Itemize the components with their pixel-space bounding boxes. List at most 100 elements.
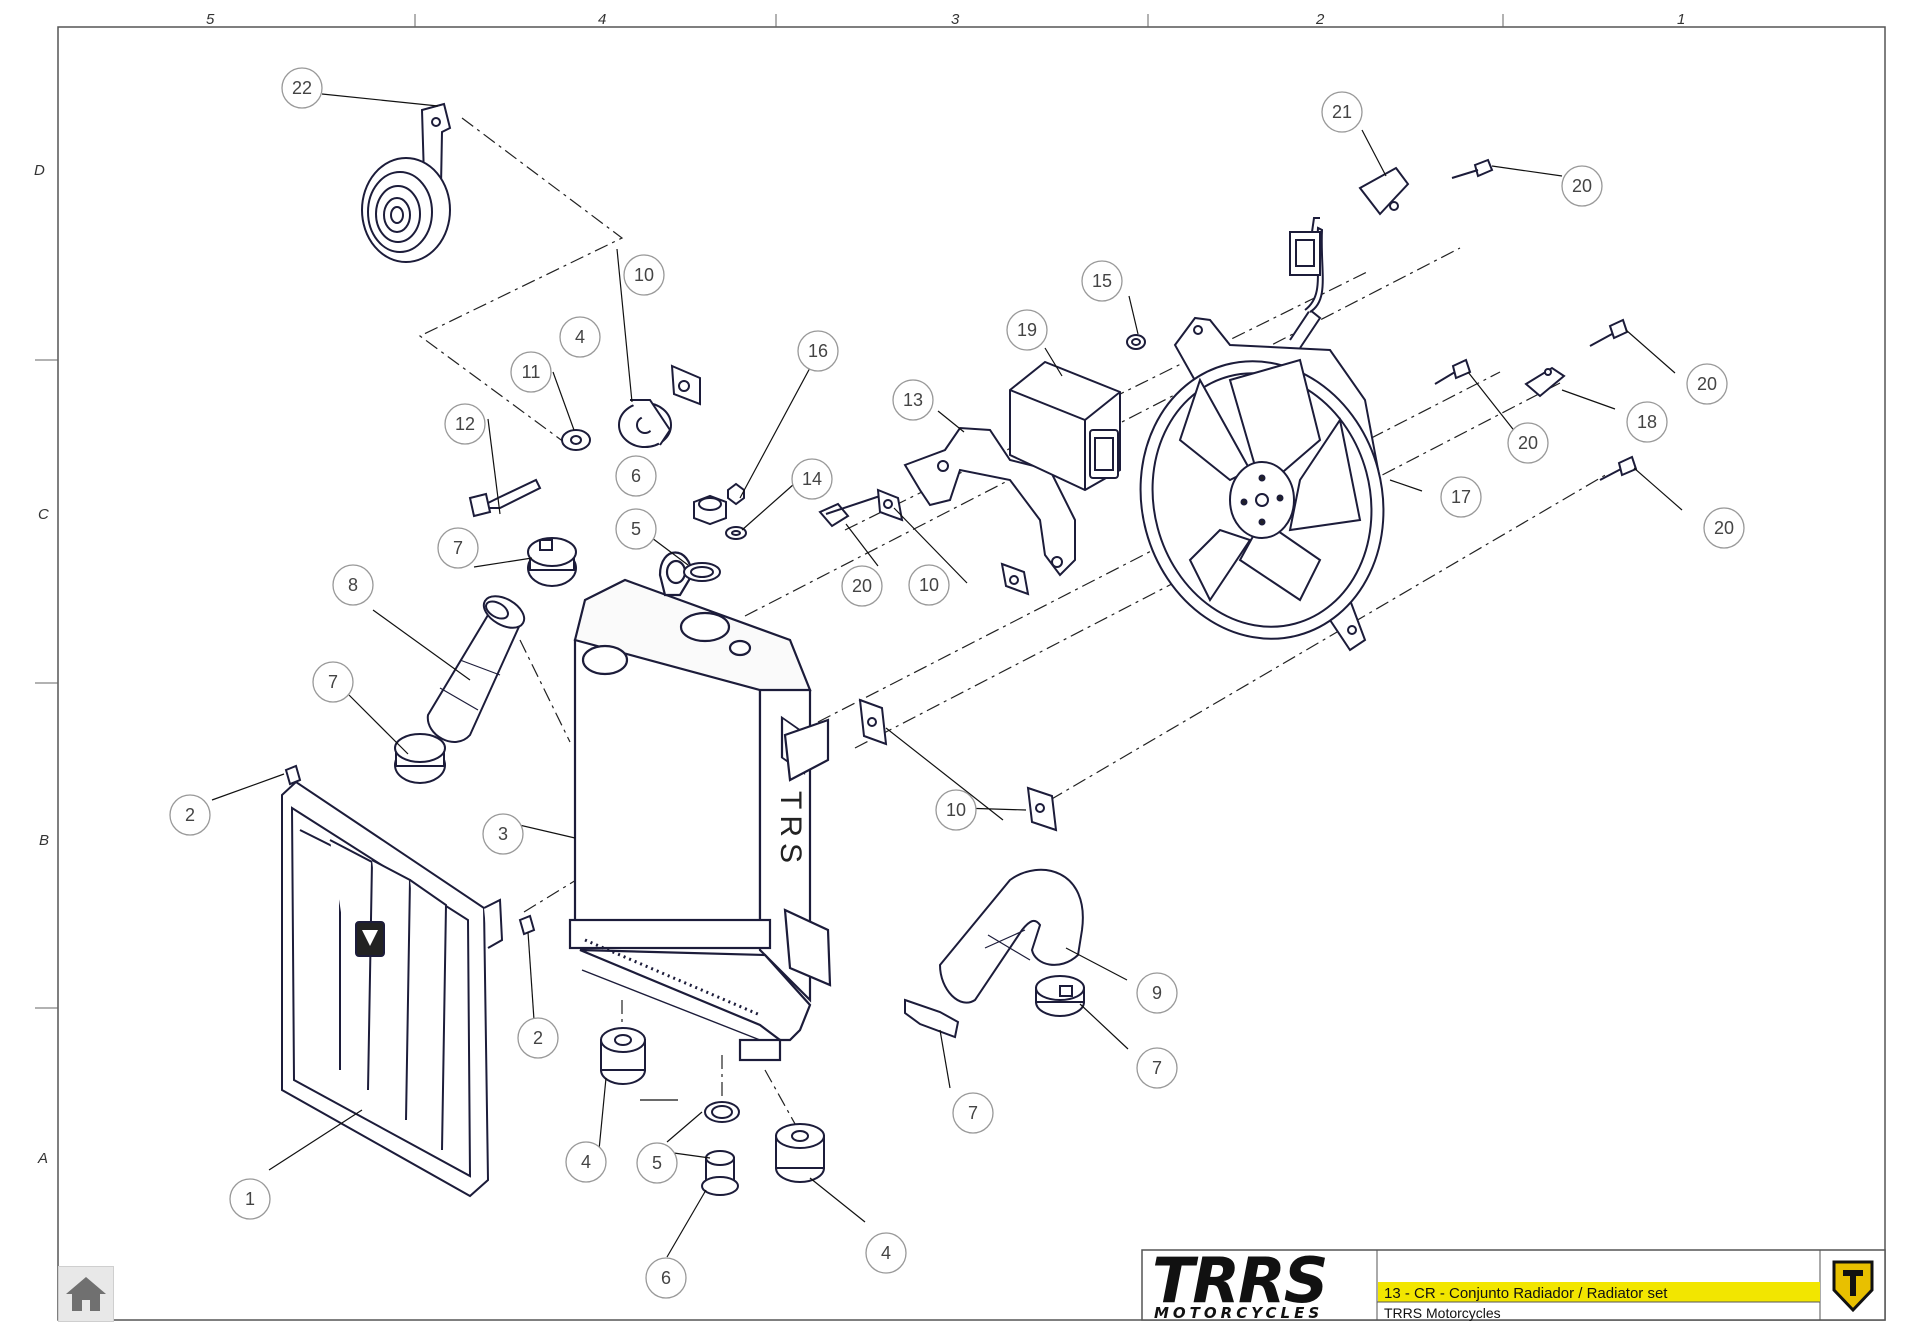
- sheet-border: [57, 26, 1886, 1321]
- fan-connector: [1289, 217, 1321, 276]
- callout-7d-bubble: [952, 1092, 994, 1134]
- home-button[interactable]: [58, 1266, 114, 1322]
- callout-bubbles: [169, 67, 1745, 1299]
- callout-3-bubble: [482, 813, 524, 855]
- leader-lines: [211, 93, 1683, 1258]
- callout-13-bubble: [892, 379, 934, 421]
- callout-2: 2: [533, 1028, 543, 1048]
- grid-col-1: 1: [1677, 11, 1685, 28]
- callout-12-bubble: [444, 403, 486, 445]
- callout-2: 2: [185, 805, 195, 825]
- callout-10b-bubble: [908, 564, 950, 606]
- callout-18: 18: [1637, 412, 1657, 432]
- company-name: TRRS Motorcycles: [1384, 1305, 1501, 1321]
- callout-7: 7: [328, 672, 338, 692]
- callout-22: 22: [292, 78, 312, 98]
- home-icon: [66, 1277, 106, 1311]
- brand-logo-text: TRRS: [1152, 1244, 1326, 1317]
- callout-19: 19: [1017, 320, 1037, 340]
- callout-20d-bubble: [1703, 507, 1745, 549]
- callout-4: 4: [581, 1152, 591, 1172]
- callout-1: 1: [245, 1189, 255, 1209]
- callout-14: 14: [802, 469, 822, 489]
- callout-16-bubble: [797, 330, 839, 372]
- callout-13: 13: [903, 390, 923, 410]
- radiator-guard-part: [281, 780, 504, 1198]
- grid-labels: 5 4 3 2 1 D C B A: [34, 11, 1685, 1167]
- callout-4a-bubble: [559, 316, 601, 358]
- callout-1-bubble: [229, 1178, 271, 1220]
- grid-col-5: 5: [206, 11, 215, 28]
- rubber-grommets: [600, 399, 825, 1183]
- callout-6a-bubble: [615, 455, 657, 497]
- drawing-title: 13 - CR - Conjunto Radiador / Radiator s…: [1384, 1285, 1668, 1302]
- grid-row-d: D: [34, 162, 45, 179]
- radiator-core: [568, 551, 832, 1062]
- callout-8: 8: [348, 575, 358, 595]
- callout-5b-bubble: [636, 1142, 678, 1184]
- speed-nuts: [670, 364, 1058, 832]
- horn-part: [361, 102, 452, 263]
- title-bar-background: [1378, 1282, 1820, 1302]
- callout-16: 16: [808, 341, 828, 361]
- callout-12: 12: [455, 414, 475, 434]
- callout-9: 9: [1152, 983, 1162, 1003]
- brand-emblem-icon: [1832, 1260, 1874, 1313]
- callout-10c-bubble: [935, 789, 977, 831]
- callout-10: 10: [946, 800, 966, 820]
- callout-20b-bubble: [1686, 363, 1728, 405]
- grid-col-4: 4: [598, 11, 606, 28]
- callout-10: 10: [919, 575, 939, 595]
- grid-column-ticks: [35, 14, 1504, 1009]
- callout-5a-bubble: [615, 508, 657, 550]
- callout-21: 21: [1332, 102, 1352, 122]
- callout-2b-bubble: [517, 1017, 559, 1059]
- callout-7b-bubble: [312, 661, 354, 703]
- callout-4: 4: [575, 327, 585, 347]
- callout-10a-bubble: [623, 254, 665, 296]
- callout-15-bubble: [1081, 260, 1123, 302]
- callout-7c-bubble: [1136, 1047, 1178, 1089]
- callout-18-bubble: [1626, 401, 1668, 443]
- callout-20: 20: [1572, 176, 1592, 196]
- callout-11-bubble: [510, 351, 552, 393]
- callout-11: 11: [522, 362, 541, 382]
- callout-19-bubble: [1006, 309, 1048, 351]
- callout-9-bubble: [1136, 972, 1178, 1014]
- callout-4c-bubble: [865, 1232, 907, 1274]
- callout-21-bubble: [1321, 91, 1363, 133]
- callout-7a-bubble: [437, 527, 479, 569]
- lower-hose-part: [938, 868, 1084, 1004]
- grid-row-a: A: [37, 1150, 48, 1167]
- grid-row-b: B: [39, 832, 49, 849]
- callout-14-bubble: [791, 458, 833, 500]
- callout-5: 5: [652, 1153, 662, 1173]
- callout-20: 20: [1518, 433, 1538, 453]
- hose-clamps: [394, 537, 1085, 1039]
- callout-3: 3: [498, 824, 508, 844]
- callout-20c-bubble: [1507, 422, 1549, 464]
- callout-6b-bubble: [645, 1257, 687, 1299]
- callout-7: 7: [1152, 1058, 1162, 1078]
- callout-20: 20: [1697, 374, 1717, 394]
- grid-col-3: 3: [951, 11, 960, 28]
- upper-hose-part: [426, 595, 526, 743]
- grid-col-2: 2: [1315, 11, 1325, 28]
- callout-20: 20: [1714, 518, 1734, 538]
- radiator-brand-label: TRS: [774, 791, 807, 869]
- grid-row-c: C: [38, 506, 49, 523]
- brand-logo-subtext: MOTORCYCLES: [1154, 1304, 1323, 1322]
- callout-7: 7: [453, 538, 463, 558]
- callout-22-bubble: [281, 67, 323, 109]
- fan-part: [1139, 226, 1385, 652]
- callout-10: 10: [634, 265, 654, 285]
- callout-20: 20: [852, 576, 872, 596]
- callout-17-bubble: [1440, 476, 1482, 518]
- small-hardware: [284, 158, 1638, 1196]
- callout-17: 17: [1451, 487, 1471, 507]
- callout-8-bubble: [332, 564, 374, 606]
- relay-part: [1009, 360, 1121, 492]
- callout-6: 6: [631, 466, 641, 486]
- callout-2a-bubble: [169, 794, 211, 836]
